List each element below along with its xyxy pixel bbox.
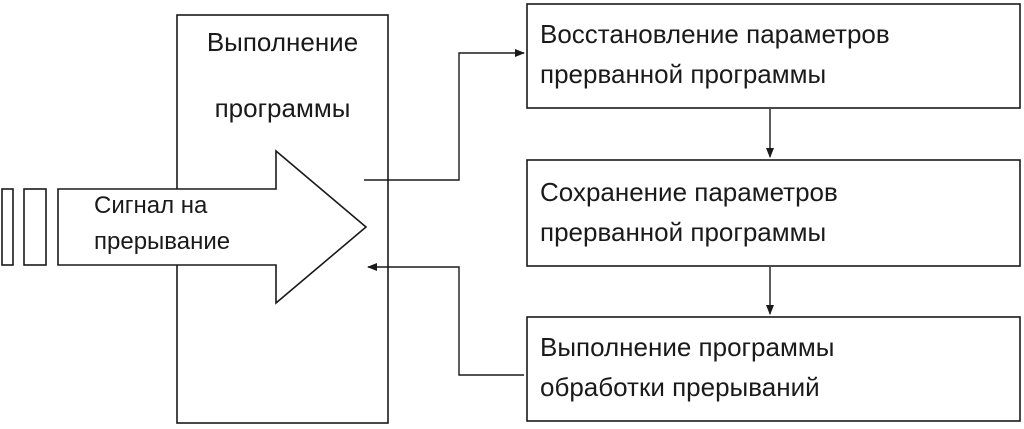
- step-label-restore-line2: прерванной программы: [540, 59, 827, 89]
- step-label-restore-line1: Восстановление параметров: [540, 19, 890, 49]
- signal-arrow: [57, 149, 368, 305]
- step-label-handler: Выполнение программы обработки прерывани…: [540, 327, 834, 407]
- step-box-handler: [526, 316, 1021, 422]
- step-label-handler-line2: обработки прерываний: [540, 372, 820, 402]
- step-label-restore: Восстановление параметров прерванной про…: [540, 14, 890, 94]
- step-label-save: Сохранение параметров прерванной програм…: [540, 172, 838, 252]
- step-box-restore: [526, 3, 1021, 109]
- main-program-label: Выполнение программы: [177, 22, 388, 128]
- step-box-save: [526, 159, 1021, 267]
- step-label-handler-line1: Выполнение программы: [540, 332, 835, 362]
- connector-to-restore: [364, 49, 525, 181]
- main-program-label-line1: Выполнение: [206, 27, 359, 57]
- signal-label: Сигнал на прерывание: [94, 188, 230, 260]
- signal-bar-2: [23, 188, 47, 266]
- signal-label-line1: Сигнал на: [94, 192, 208, 219]
- signal-bar-1: [1, 188, 14, 266]
- step-label-save-line1: Сохранение параметров: [540, 177, 838, 207]
- connector-handler-to-main: [367, 263, 524, 376]
- step-label-save-line2: прерванной программы: [540, 217, 827, 247]
- main-program-label-line2: программы: [214, 93, 351, 123]
- signal-label-line2: прерывание: [94, 228, 231, 255]
